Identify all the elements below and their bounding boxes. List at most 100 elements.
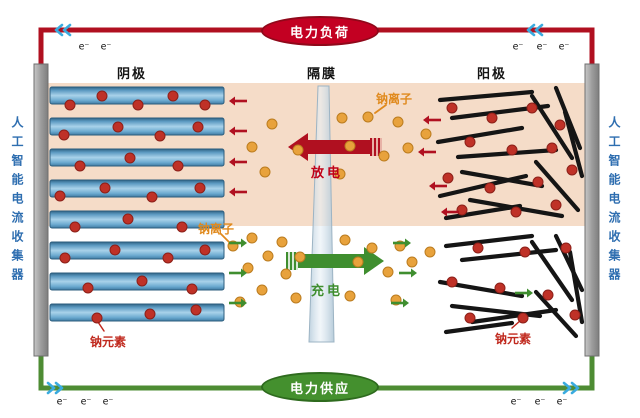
electron-flow-chevron <box>526 23 536 37</box>
electron-label: e⁻ <box>511 397 522 408</box>
sodium-element-dot <box>176 221 188 233</box>
sodium-ion-dot <box>266 118 278 130</box>
sodium-ion-dot <box>246 232 258 244</box>
sodium-element-dot <box>446 102 458 114</box>
electron-flow-group: e⁻e⁻e⁻e⁻e⁻e⁻e⁻e⁻e⁻e⁻e⁻ <box>46 23 580 408</box>
sodium-element-dot <box>109 244 121 256</box>
collector-label-left: 人工智能电流收集器 <box>10 116 24 287</box>
sodium-element-dot <box>546 142 558 154</box>
charge-ion-arrow-head <box>403 298 409 308</box>
sodium-ion-dot <box>402 142 414 154</box>
sodium-element-dot <box>59 252 71 264</box>
electron-flow-chevron <box>534 23 544 37</box>
sodium-element-dot <box>144 308 156 320</box>
sodium-element-dot <box>550 199 562 211</box>
collector-label-right: 人工智能电流收集器 <box>607 116 621 287</box>
discharge-ion-arrow-head <box>229 187 235 197</box>
discharge-arrow-body <box>306 140 370 154</box>
sodium-element-pointer-left <box>97 321 105 332</box>
sodium-ion-dot <box>259 166 271 178</box>
sodium-ion-dot <box>406 256 418 268</box>
electron-label: e⁻ <box>79 42 90 53</box>
sodium-ion-dot <box>424 246 436 258</box>
sodium-element-dot <box>192 121 204 133</box>
sodium-element-dot <box>74 160 86 172</box>
sodium-element-dot <box>484 182 496 194</box>
sodium-element-dot <box>96 90 108 102</box>
sodium-ion-dot <box>382 266 394 278</box>
anode-label: 阳极 <box>476 66 507 81</box>
sodium-element-dot <box>99 182 111 194</box>
charge-ion-arrow-head <box>241 268 247 278</box>
electron-label: e⁻ <box>557 397 568 408</box>
sodium-element-dot <box>464 136 476 148</box>
anode-carbon-rod <box>553 233 585 293</box>
charge-arrow-head <box>364 247 384 275</box>
sodium-element-label-right: 钠元素 <box>494 332 531 346</box>
sodium-ion-dot <box>352 256 364 268</box>
label-pointers <box>97 104 522 332</box>
sodium-element-dot <box>64 99 76 111</box>
sodium-ion-pointer-top <box>374 104 387 114</box>
sodium-element-dot <box>58 129 70 141</box>
sodium-ion-dot <box>292 144 304 156</box>
sodium-element-dot <box>472 242 484 254</box>
charge-ion-arrow-head <box>527 288 533 298</box>
sodium-element-dot <box>510 206 522 218</box>
sodium-ion-dot <box>336 112 348 124</box>
sodium-element-dot <box>199 244 211 256</box>
cathode-label: 阴极 <box>116 66 147 81</box>
discharge-ion-arrow-head <box>229 126 235 136</box>
sodium-ion-dot <box>378 150 390 162</box>
sodium-element-dot <box>446 276 458 288</box>
sodium-element-dot <box>132 99 144 111</box>
sodium-element-label-left: 钠元素 <box>89 335 126 349</box>
anode-carbon-rod <box>455 147 559 160</box>
sodium-element-dot <box>167 90 179 102</box>
sodium-ion-dot <box>420 128 432 140</box>
electron-label: e⁻ <box>81 397 92 408</box>
electron-label: e⁻ <box>537 42 548 53</box>
electron-label: e⁻ <box>559 42 570 53</box>
sodium-ion-dot <box>366 242 378 254</box>
anode-carbon-rod <box>443 203 523 221</box>
sodium-element-dot <box>554 119 566 131</box>
sodium-element-dot <box>136 275 148 287</box>
electron-label: e⁻ <box>513 42 524 53</box>
anode-carbon-rod <box>435 125 525 145</box>
sodium-element-dot <box>112 121 124 133</box>
sodium-ion-dot <box>262 250 274 262</box>
sodium-element-dot <box>566 164 578 176</box>
sodium-element-dot <box>199 99 211 111</box>
sodium-element-dot <box>91 312 103 324</box>
sodium-element-dot <box>190 304 202 316</box>
anode-carbon-rod <box>533 159 581 213</box>
anode-carbon-rod <box>529 93 575 161</box>
current-collector-left <box>33 63 49 357</box>
anode-carbon-rod <box>469 307 559 325</box>
sodium-ion-dot <box>276 236 288 248</box>
cathode-layer-bar <box>49 241 225 260</box>
sodium-element-dot <box>442 172 454 184</box>
sodium-ion-dot <box>344 290 356 302</box>
sodium-element-dot <box>569 309 581 321</box>
anode-carbon-rod <box>437 89 535 103</box>
sodium-element-dot <box>486 112 498 124</box>
sodium-element-dot <box>517 312 529 324</box>
ion-motion-arrow-group <box>229 96 533 308</box>
sodium-element-dot <box>532 176 544 188</box>
current-collector-right <box>584 63 600 357</box>
anode-carbon-rod <box>443 320 515 335</box>
sodium-element-dot <box>506 144 518 156</box>
discharge-ion-arrow-head <box>229 157 235 167</box>
sodium-element-dot <box>124 152 136 164</box>
discharge-label: 放电 <box>310 165 343 180</box>
cathode-layer-bar <box>49 179 225 198</box>
sodium-element-dot <box>560 242 572 254</box>
sodium-ion-label-top: 钠离子 <box>375 92 412 106</box>
anode-carbon-rod <box>567 249 585 325</box>
electron-flow-chevron <box>54 381 64 395</box>
power-supply-node: 电力供应 <box>261 372 379 402</box>
sodium-element-dot <box>186 283 198 295</box>
